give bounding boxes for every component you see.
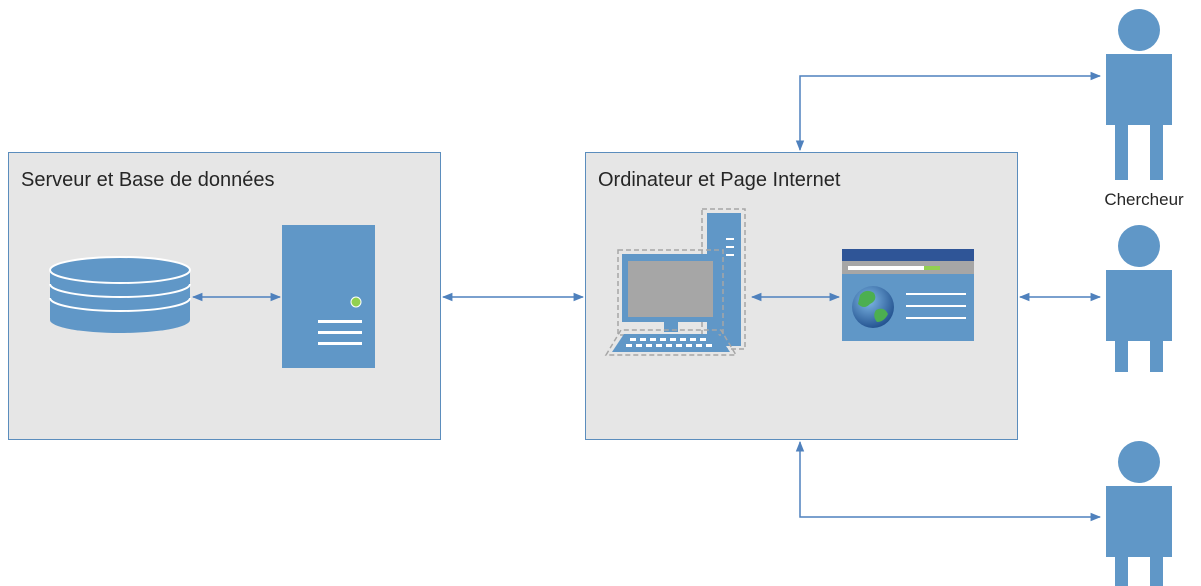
person-icon [1106, 225, 1172, 372]
person-icon [1106, 9, 1172, 180]
desktop-computer-icon [604, 208, 746, 356]
server-tower-icon [282, 225, 375, 368]
computer-panel-title: Ordinateur et Page Internet [598, 169, 841, 191]
researcher-label: Chercheur [1104, 190, 1184, 209]
arrow-panel-user-top [795, 71, 1102, 152]
web-page-icon [842, 249, 974, 341]
person-icon [1106, 441, 1172, 586]
database-icon [49, 256, 191, 333]
server-panel-title: Serveur et Base de données [21, 169, 275, 191]
arrow-panel-user-bottom [795, 440, 1102, 522]
